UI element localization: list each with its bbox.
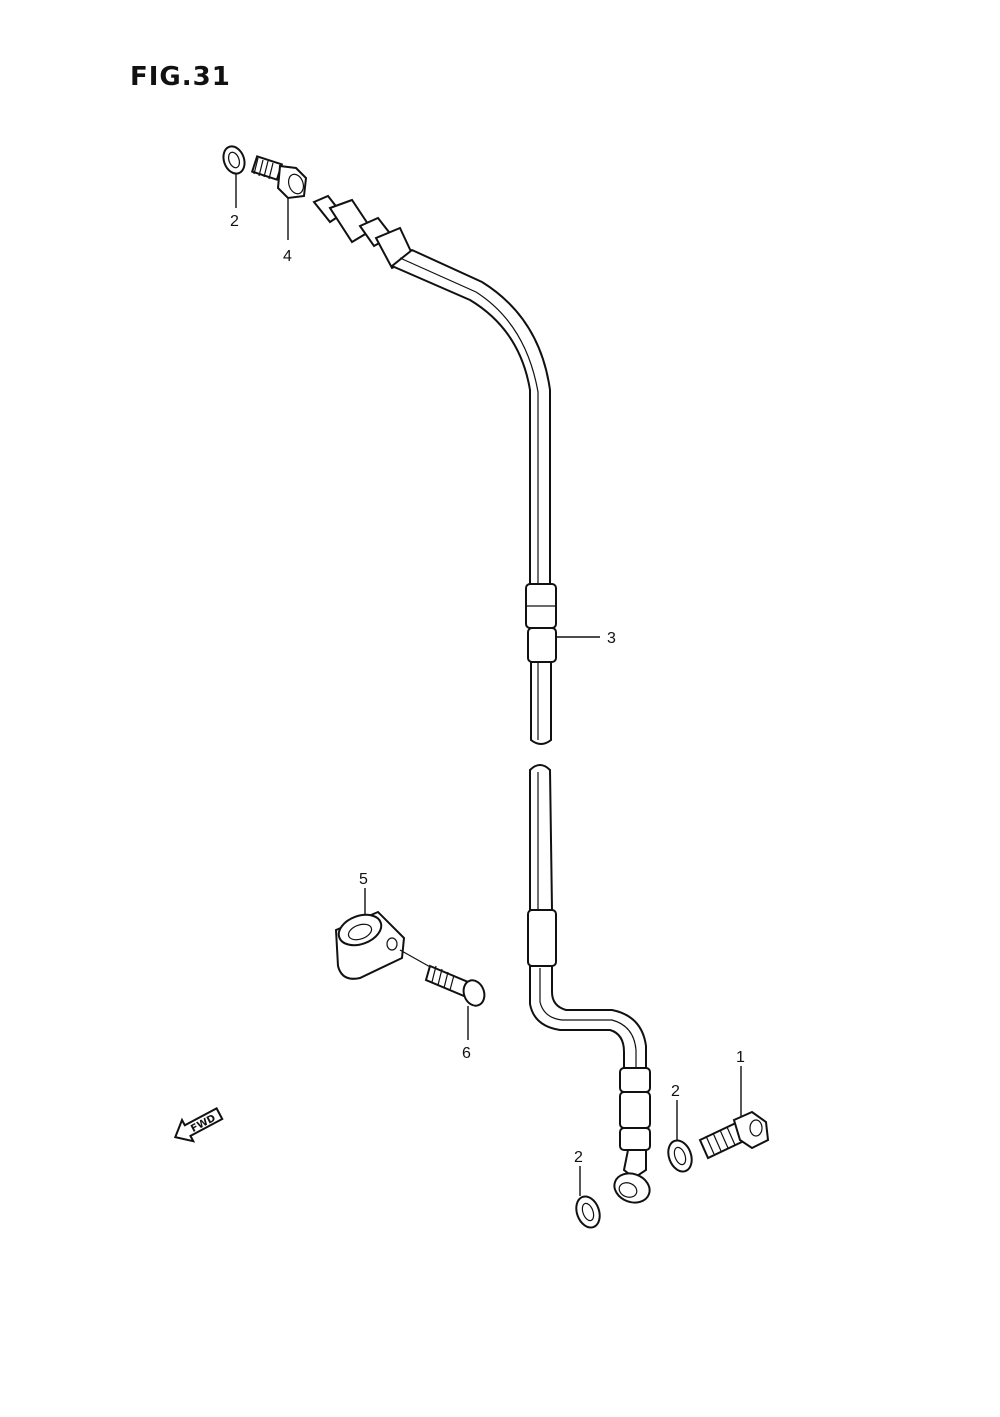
callout-clamp: 5 — [359, 871, 368, 888]
hose-clamp — [334, 910, 406, 980]
union-bolt-top — [250, 155, 308, 200]
callout-brake-hose: 3 — [607, 630, 616, 647]
figure-title: FIG.31 — [130, 62, 231, 92]
callout-clamp-bolt: 6 — [462, 1045, 471, 1062]
washer-mid — [667, 1139, 693, 1173]
callout-union-bolt-bottom: 1 — [736, 1049, 745, 1066]
brake-hose — [312, 194, 651, 1204]
callout-washer-bottom: 2 — [574, 1149, 583, 1166]
clamp-bolt — [424, 964, 486, 1007]
union-bolt-bottom — [698, 1110, 770, 1160]
washer-bottom — [575, 1195, 601, 1229]
callout-washer-top: 2 — [230, 213, 239, 230]
fwd-arrow-icon: FWD — [173, 1107, 224, 1143]
callout-washer-mid: 2 — [671, 1083, 680, 1100]
washer-top — [222, 145, 246, 175]
callout-union-bolt-top: 4 — [283, 248, 292, 265]
